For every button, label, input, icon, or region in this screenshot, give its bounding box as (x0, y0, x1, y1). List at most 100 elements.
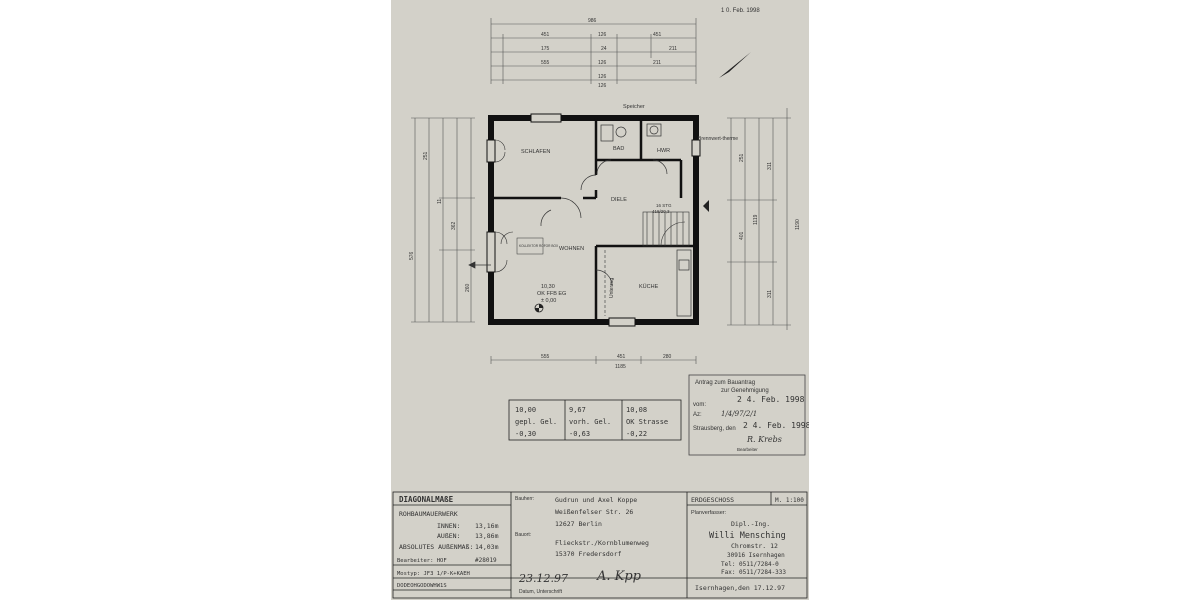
north-arrow-icon (719, 52, 751, 78)
bottom-dimension-lines (490, 356, 697, 364)
room-label-kueche: KÜCHE (639, 283, 659, 290)
stamp-received-date: 2 4. Feb. 1998 (737, 395, 805, 404)
window-sashes (494, 139, 514, 273)
dim-right-2: 1119 (753, 214, 759, 225)
dim-left-2: 11 (437, 199, 443, 204)
label-level-zero: ± 0,00 (541, 298, 556, 304)
dim-left-1: 251 (423, 151, 429, 160)
aussen-value: 13,86m (475, 532, 499, 540)
collector-box (516, 237, 544, 255)
stamp-date-2: 2 4. Feb. 1998 (743, 421, 809, 430)
floor-plan-document: 1 0. Feb. 1998 986 451 126 451 175 24 21… (391, 0, 809, 600)
exterior-walls (488, 115, 699, 325)
stamp-az-value: 1/4/97/2/1 (721, 410, 757, 418)
dim-left-3: 576 (409, 251, 415, 260)
bauort-street: Flieckstr./Kornblumenweg (555, 539, 649, 547)
bauherr-city: 12627 Berlin (555, 520, 602, 528)
level-marker-icon (534, 303, 544, 313)
planverfasser-city: 30916 Isernhagen (727, 552, 785, 559)
level-2-diff: -0,63 (569, 430, 590, 438)
stamp-signature: R. Krebs (746, 435, 782, 444)
drawing-code: DODEOHGODOWHW1S (397, 583, 447, 589)
dim-top-4b: 126 (598, 60, 607, 66)
bearbeiter-number: #28019 (475, 557, 497, 564)
level-table (508, 399, 682, 441)
planverfasser-tel: Tel: 0511/7284-0 (721, 561, 779, 568)
innen-label: INNEN: (437, 522, 460, 530)
dim-right-6: 1190 (795, 219, 801, 230)
level-3-diff: -0,22 (626, 430, 647, 438)
dim-top-2c: 451 (653, 32, 662, 38)
label-level-name: OK FFB EG (537, 291, 566, 297)
label-speicher: Speicher (623, 104, 645, 110)
room-label-bad: BAD (613, 146, 624, 152)
dim-left-5: 260 (465, 283, 471, 292)
label-stairs-steps: 16 STG (656, 203, 672, 208)
planverfasser-street: Chromstr. 12 (731, 542, 778, 550)
sheet-scale: M. 1:100 (775, 497, 804, 504)
dim-bottom-b: 451 (617, 354, 626, 360)
stamp-line-2: zur Genehmigung (721, 388, 769, 394)
level-1-value: 10,00 (515, 406, 536, 414)
bauherr-street: Weißenfelser Str. 26 (555, 508, 633, 516)
label-stairs-rise: 418/20,3 (652, 209, 670, 214)
stamp-vom: vom: (693, 402, 706, 408)
planverfasser-name: Willi Mensching (709, 531, 786, 541)
dim-top-5b: 126 (598, 83, 607, 89)
bauherr-label: Bauherr: (515, 496, 534, 502)
dim-right-5: 311 (767, 290, 773, 298)
door-swings (540, 159, 668, 287)
dim-top-2b: 126 (598, 32, 607, 38)
stamp-line-1: Antrag zum Bauantrag (695, 380, 755, 386)
room-label-hwr: HWR (657, 148, 670, 154)
diag-title: DIAGONALMAßE (399, 495, 454, 504)
staircase (642, 211, 690, 247)
dim-top-2a: 451 (541, 32, 550, 38)
dim-top-5a: 126 (598, 74, 607, 80)
room-label-diele: DIELE (611, 197, 627, 203)
corner-date: 1 0. Feb. 1998 (721, 8, 760, 14)
bauort-city: 15370 Fredersdorf (555, 550, 622, 558)
stamp-role: Bearbeiter (737, 447, 758, 452)
stamp-az: Az: (693, 412, 702, 418)
abs-value: 14,03m (475, 543, 499, 551)
level-3-value: 10,08 (626, 406, 647, 414)
dim-top-4a: 555 (541, 60, 550, 66)
label-brennwert: Brennwert-therme (698, 136, 738, 142)
level-2-value: 9,67 (569, 406, 586, 414)
room-label-wohnen: WOHNEN (559, 246, 584, 252)
signature-caption: Datum, Unterschrift (519, 589, 563, 595)
planverfasser-title: Dipl.-Ing. (731, 520, 770, 528)
dim-top-3b: 24 (601, 46, 607, 52)
mostyp-label: Mostyp: JF3 1/P-K+KAEH (397, 571, 470, 577)
dim-top-4c: 211 (653, 60, 661, 66)
dim-right-3: 311 (767, 162, 773, 170)
dim-left-4: 362 (451, 221, 457, 230)
kitchen-counter (676, 249, 692, 317)
sheet-title: ERDGESCHOSS (691, 496, 734, 504)
planverfasser-label: Planverfasser: (691, 510, 727, 516)
label-unterzug: Unterzug (609, 277, 615, 298)
top-dimension-lines (490, 18, 697, 84)
aussen-label: AUßEN: (437, 532, 460, 540)
label-level-value: 10,30 (541, 284, 555, 290)
level-1-diff: -0,30 (515, 430, 536, 438)
bathroom-fixtures (600, 123, 662, 142)
bearbeiter-label: Bearbeiter: HOF (397, 558, 447, 564)
level-3-label: OK Strasse (626, 418, 668, 426)
section-marker-icon (468, 261, 491, 269)
right-dimension-lines (727, 108, 791, 330)
windows (486, 113, 701, 327)
signature-date: 23.12.97 (518, 572, 568, 585)
planverfasser-fax: Fax: 0511/7284-333 (721, 569, 786, 576)
abs-label: ABSOLUTES AUßENMAß: (399, 543, 473, 551)
dim-top-3c: 211 (669, 46, 677, 52)
place-date: Isernhagen,den 17.12.97 (695, 584, 785, 592)
dim-right-1: 251 (739, 153, 745, 162)
title-block-frame (392, 491, 808, 599)
entrance-arrow-icon (703, 200, 709, 212)
approval-stamp (688, 374, 806, 456)
bauort-label: Bauort: (515, 532, 531, 538)
stamp-strausberg: Strausberg, den (693, 426, 736, 432)
dim-bottom-c: 280 (663, 354, 672, 360)
